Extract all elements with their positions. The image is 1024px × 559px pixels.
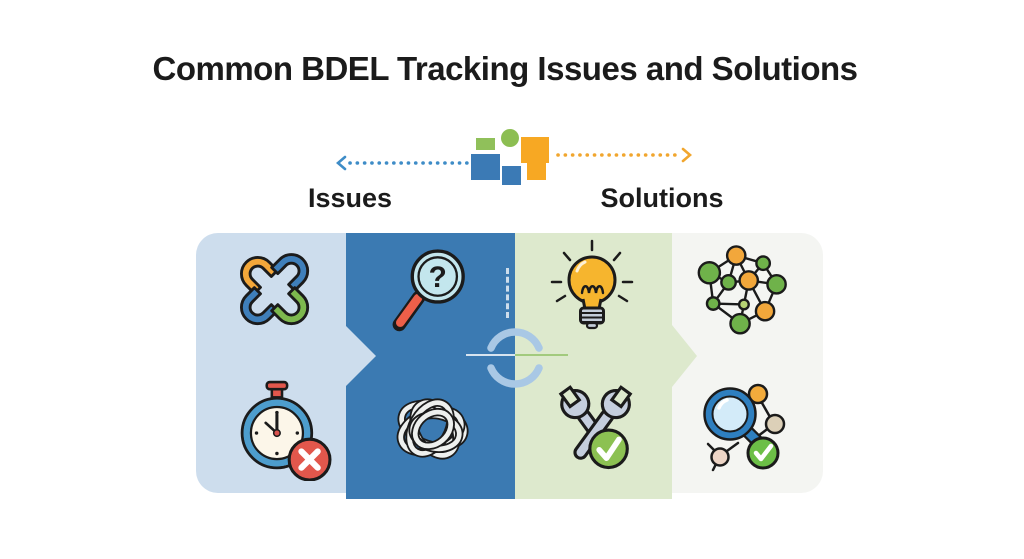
- page-title: Common BDEL Tracking Issues and Solution…: [152, 50, 858, 87]
- center-line-right: [515, 354, 568, 356]
- broken-chain-icon: [240, 253, 310, 326]
- issues-label: Issues: [307, 183, 393, 213]
- magnifier-question-icon: ?: [392, 249, 465, 332]
- stopwatch-missed-icon: [240, 380, 332, 481]
- squares-cluster-icon: [455, 120, 575, 195]
- dashed-divider-line: [506, 268, 509, 318]
- chevron-divider-right: [672, 325, 697, 387]
- magnifier-network-check-icon: [703, 383, 786, 472]
- network-nodes-icon: [697, 245, 787, 335]
- green-circle: [501, 129, 519, 147]
- solutions-label: Solutions: [600, 183, 724, 213]
- wrench-check-icon: [558, 385, 633, 470]
- question-mark-glyph: ?: [429, 261, 447, 294]
- lightbulb-icon: [550, 239, 634, 330]
- dotted-arrow-right-icon: [556, 147, 692, 163]
- orange-square-small: [527, 162, 546, 180]
- orange-square-large: [521, 137, 549, 163]
- green-rectangle: [476, 138, 495, 150]
- chevron-divider-left: [346, 326, 376, 386]
- blue-square-small: [502, 166, 521, 185]
- blue-square-large: [471, 154, 500, 180]
- dotted-arrow-left-icon: [336, 155, 470, 171]
- sync-arrows-icon: [487, 328, 543, 388]
- tangled-knot-icon: [396, 398, 469, 460]
- center-line-left: [466, 354, 515, 356]
